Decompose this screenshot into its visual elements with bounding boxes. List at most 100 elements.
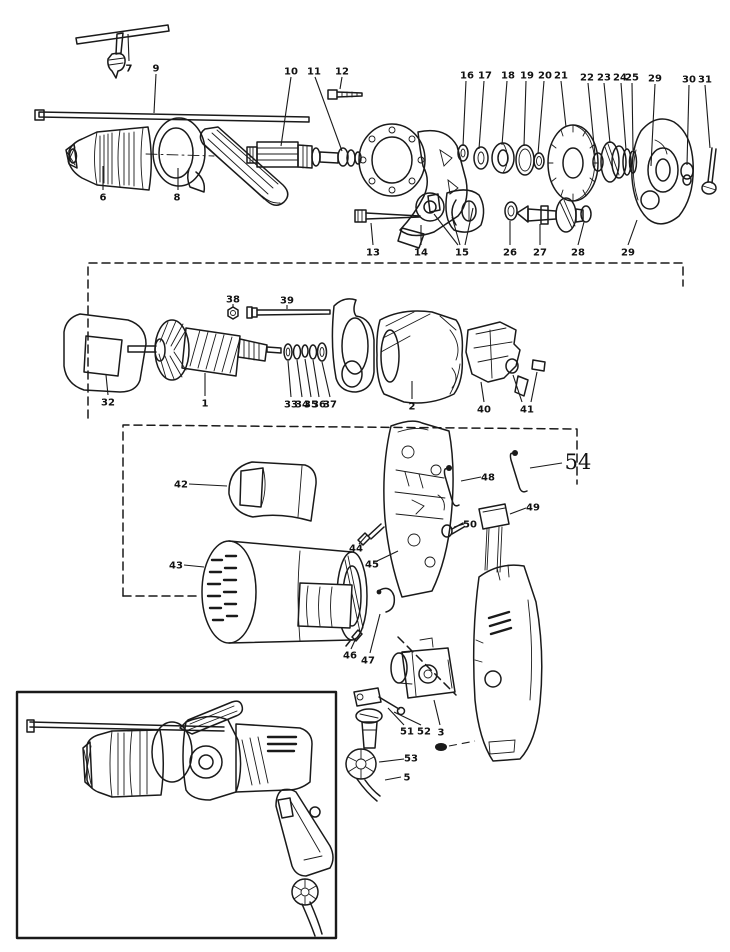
part-label-21: 21 bbox=[554, 71, 568, 82]
grommet-drawing bbox=[435, 740, 476, 751]
gear-housing-drawing bbox=[358, 123, 468, 249]
leader-line-43 bbox=[183, 564, 205, 568]
part-label-36: 36 bbox=[312, 400, 326, 411]
dashed-section-boxes bbox=[87, 262, 684, 696]
part-label-27: 27 bbox=[533, 248, 547, 259]
brush-spring-54-drawing bbox=[509, 450, 528, 493]
switch-drawing bbox=[390, 637, 456, 699]
part-label-13: 13 bbox=[366, 248, 380, 259]
part-label-12: 12 bbox=[335, 67, 349, 78]
leader-line-44 bbox=[358, 534, 368, 545]
leader-line-41 bbox=[530, 371, 538, 403]
part-label-5: 5 bbox=[404, 773, 411, 784]
leader-line-28 bbox=[577, 221, 585, 246]
part-label-54: 54 bbox=[565, 450, 592, 474]
handle-clamp-drawing bbox=[145, 117, 215, 193]
side-handle-rod-drawing bbox=[34, 109, 310, 123]
leader-line-52 bbox=[393, 711, 422, 726]
part-label-20: 20 bbox=[538, 71, 552, 82]
leader-line-49 bbox=[509, 507, 527, 515]
clutch-discs-drawing bbox=[600, 141, 638, 183]
washer-train-drawing bbox=[457, 142, 545, 176]
main-gear-drawing bbox=[547, 124, 604, 202]
leader-line-34 bbox=[296, 359, 303, 398]
spindle-drawing bbox=[246, 141, 362, 169]
right-handle-half-drawing bbox=[472, 564, 543, 762]
screw-31-drawing bbox=[701, 147, 717, 195]
leader-line-15 bbox=[451, 216, 461, 246]
part-label-7: 7 bbox=[126, 64, 133, 75]
connector-49-drawing bbox=[478, 503, 510, 573]
leader-line-10 bbox=[280, 76, 292, 147]
part-label-6: 6 bbox=[100, 193, 107, 204]
part-label-24: 24 bbox=[613, 73, 627, 84]
part-label-16: 16 bbox=[460, 71, 474, 82]
handle-grip-drawing bbox=[199, 126, 289, 206]
part-label-1: 1 bbox=[202, 399, 209, 410]
left-handle-half-drawing bbox=[383, 420, 454, 598]
screw-44-drawing bbox=[357, 523, 385, 546]
part-label-35: 35 bbox=[304, 400, 318, 411]
leader-line-41 bbox=[512, 374, 523, 403]
part-label-37: 37 bbox=[323, 400, 337, 411]
part-label-3: 3 bbox=[438, 728, 445, 739]
part-label-43: 43 bbox=[169, 561, 183, 572]
part-label-46: 46 bbox=[343, 651, 357, 662]
part-label-19: 19 bbox=[520, 71, 534, 82]
leader-line-54 bbox=[529, 462, 563, 469]
part-label-39: 39 bbox=[280, 296, 294, 307]
part-label-33: 33 bbox=[284, 400, 298, 411]
screw-39-drawing bbox=[246, 306, 331, 319]
part-label-44: 44 bbox=[349, 544, 363, 555]
part-label-23: 23 bbox=[597, 73, 611, 84]
part-label-26: 26 bbox=[503, 248, 517, 259]
chuck-key-drawing bbox=[75, 24, 170, 79]
leader-line-50 bbox=[453, 523, 465, 528]
leader-line-20 bbox=[537, 80, 545, 155]
leader-line-48 bbox=[460, 476, 482, 482]
leader-line-19 bbox=[523, 80, 527, 147]
part-label-32: 32 bbox=[101, 398, 115, 409]
part-label-29: 29 bbox=[621, 248, 635, 259]
part-label-18: 18 bbox=[501, 71, 515, 82]
leader-line-11 bbox=[314, 76, 343, 152]
intermediate-shaft-drawing bbox=[504, 197, 592, 233]
part-label-45: 45 bbox=[365, 560, 379, 571]
part-label-10: 10 bbox=[284, 67, 298, 78]
part-label-47: 47 bbox=[361, 656, 375, 667]
part-label-15: 15 bbox=[455, 248, 469, 259]
leader-line-36 bbox=[312, 359, 320, 398]
part-label-51: 51 bbox=[400, 727, 414, 738]
leader-line-32 bbox=[105, 374, 109, 396]
part-label-30: 30 bbox=[682, 75, 696, 86]
part-label-41: 41 bbox=[520, 405, 534, 416]
leader-line-51 bbox=[387, 707, 405, 726]
part-label-48: 48 bbox=[481, 473, 495, 484]
leader-line-29 bbox=[650, 83, 656, 167]
leader-line-9 bbox=[153, 73, 157, 114]
screw-12-drawing bbox=[327, 89, 363, 100]
field-stator-drawing bbox=[376, 310, 464, 404]
brush-cover-drawing bbox=[228, 461, 317, 522]
motor-housing-drawing bbox=[201, 540, 368, 644]
nut-38-drawing bbox=[227, 306, 239, 320]
leader-line-35 bbox=[304, 358, 312, 398]
gear-case-cover-drawing bbox=[631, 118, 694, 225]
leader-line-25 bbox=[631, 82, 634, 151]
part-label-11: 11 bbox=[307, 67, 321, 78]
chuck-drawing bbox=[65, 126, 152, 191]
leader-line-37 bbox=[321, 361, 331, 398]
leader-line-7 bbox=[127, 33, 130, 62]
leader-line-5 bbox=[384, 776, 402, 781]
leader-line-12 bbox=[339, 76, 343, 90]
leader-line-47 bbox=[369, 613, 381, 654]
wire-clip-drawing bbox=[376, 587, 396, 613]
part-label-17: 17 bbox=[478, 71, 492, 82]
leader-line-53 bbox=[378, 758, 405, 763]
inset-assembled-drill bbox=[15, 690, 338, 940]
part-label-40: 40 bbox=[477, 405, 491, 416]
leader-line-33 bbox=[287, 360, 292, 398]
